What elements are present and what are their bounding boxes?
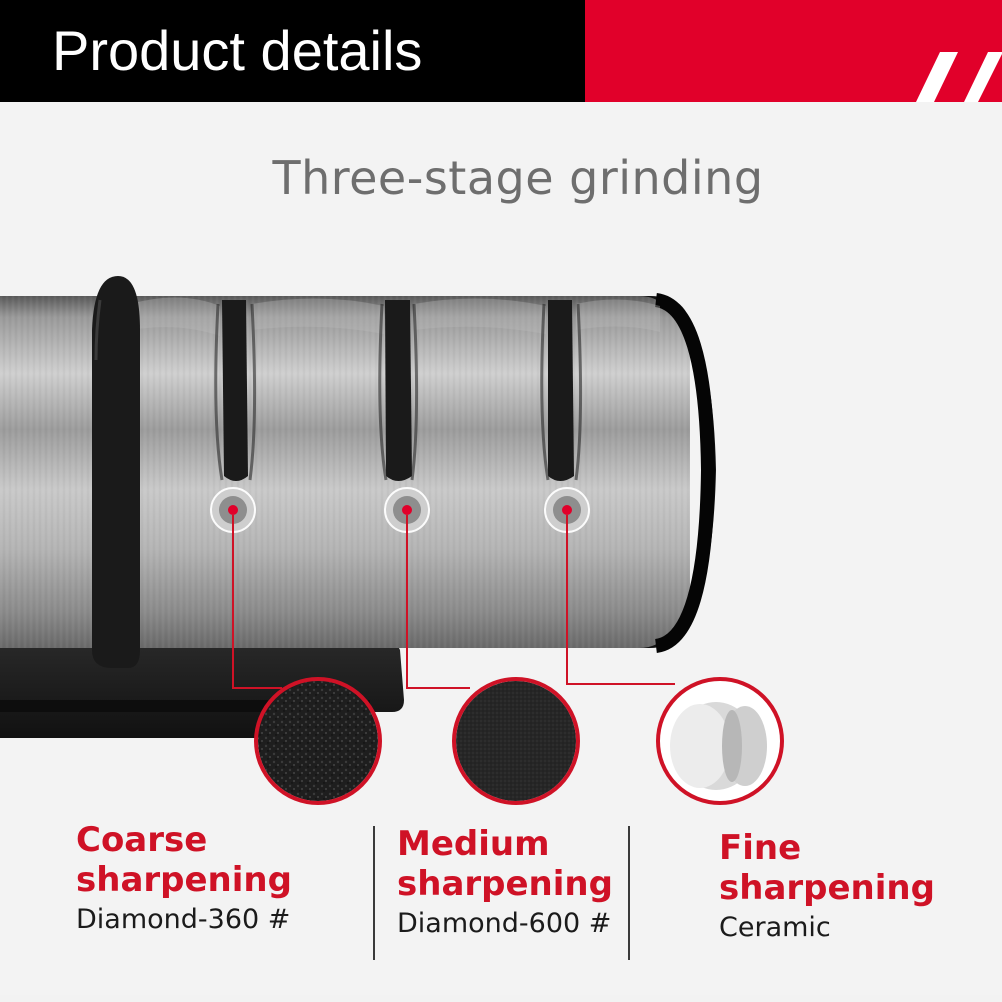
stage-medium-name-line2: sharpening [397, 864, 613, 904]
black-ring-handle [92, 276, 140, 668]
stage-coarse-name-line2: sharpening [76, 860, 292, 900]
sharpening-slots [222, 300, 574, 481]
header-title: Product details [52, 19, 423, 82]
callout-lines [232, 515, 675, 689]
stage-coarse: Coarse sharpening Diamond-360 # [76, 820, 292, 938]
stage-medium-spec: Diamond-600 # [397, 908, 612, 939]
target-markers [210, 487, 590, 533]
column-divider [373, 826, 375, 960]
swatch-coarse [254, 677, 382, 805]
stage-fine-name-line2: sharpening [719, 868, 935, 908]
stage-fine-name-line1: Fine [719, 828, 802, 868]
stage-medium: Medium sharpening Diamond-600 # [397, 824, 613, 942]
header-black-panel [0, 0, 585, 102]
section-subtitle: Three-stage grinding [272, 151, 764, 205]
stage-coarse-spec: Diamond-360 # [76, 904, 291, 935]
bottom-band [0, 995, 1002, 1002]
header-stripes-decoration [916, 52, 1002, 102]
swatch-medium [452, 677, 580, 805]
stage-fine-spec: Ceramic [719, 912, 831, 943]
stage-medium-name-line1: Medium [397, 824, 550, 864]
stage-coarse-name-line1: Coarse [76, 820, 208, 860]
column-divider [628, 826, 630, 960]
stage-fine: Fine sharpening Ceramic [719, 828, 935, 946]
swatch-fine [656, 677, 784, 805]
header-banner: Product details [0, 0, 1002, 102]
